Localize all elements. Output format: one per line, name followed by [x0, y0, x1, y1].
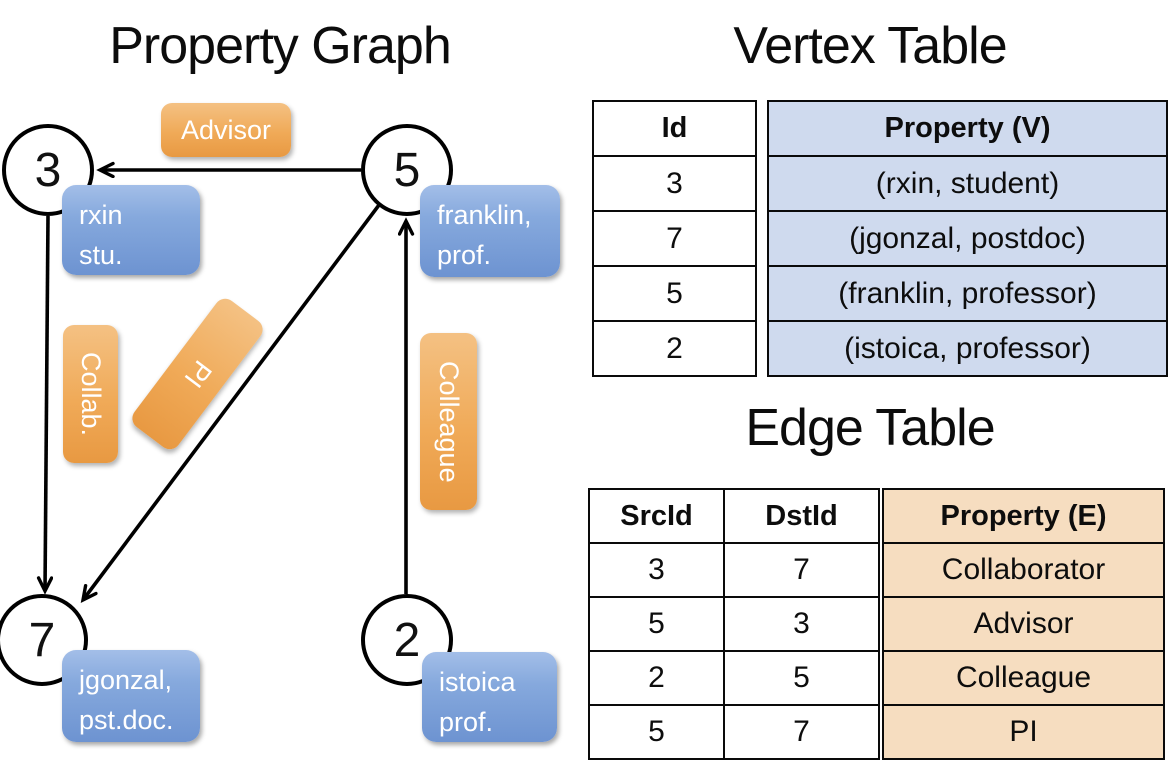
edge-label-advisor: Advisor [161, 103, 291, 157]
property-graph-panel: Property Graph 3 5 7 2 Advisor Collab. P [0, 0, 585, 760]
vertex-property-box-5-line1: franklin, [437, 200, 532, 230]
edge-3-to-7-collab [45, 215, 48, 591]
table-row: Colleague [882, 650, 1165, 706]
vertex-property-box-5-line2: prof. [437, 240, 492, 270]
vertex-property-cell: (jgonzal, postdoc) [767, 210, 1168, 267]
vertex-property-box-2-line2: prof. [439, 707, 494, 737]
vertex-property-box-7-line2: pst.doc. [79, 705, 174, 735]
table-row: 5 [592, 265, 757, 322]
table-row: 3 7 [588, 542, 880, 598]
vertex-property-box-3-line2: stu. [79, 240, 123, 270]
table-row: 5 7 [588, 704, 880, 760]
vertex-property-cell: (istoica, professor) [767, 320, 1168, 377]
table-row: Collaborator [882, 542, 1165, 598]
edge-property-cell: Collaborator [882, 542, 1165, 598]
table-row: 2 [592, 320, 757, 377]
vertex-table-id-column: Id 3 7 5 2 [592, 100, 757, 377]
vertex-node-3-id: 3 [34, 143, 62, 197]
vertex-node-2-id: 2 [393, 613, 421, 667]
edge-property-cell: Advisor [882, 596, 1165, 652]
vertex-property-box-2-line1: istoica [439, 667, 516, 697]
table-row: PI [882, 704, 1165, 760]
vertex-property-cell: (rxin, student) [767, 155, 1168, 212]
edge-5-to-7-pi [83, 203, 381, 600]
edge-dst-cell: 7 [723, 704, 880, 760]
edge-property-cell: Colleague [882, 650, 1165, 706]
vertex-id-cell: 7 [592, 210, 757, 267]
vertex-table-property-column: Property (V) (rxin, student) (jgonzal, p… [767, 100, 1168, 377]
vertex-property-box-3-line1: rxin [79, 200, 123, 230]
vertex-id-cell: 3 [592, 155, 757, 212]
edge-table-title: Edge Table [745, 399, 995, 457]
edge-property-cell: PI [882, 704, 1165, 760]
edge-label-collab: Collab. [63, 325, 118, 463]
vertex-property-cell: (franklin, professor) [767, 265, 1168, 322]
vertex-table-id-header: Id [592, 100, 757, 157]
property-graph-title: Property Graph [109, 17, 452, 75]
table-row: (jgonzal, postdoc) [767, 210, 1168, 267]
table-row: 7 [592, 210, 757, 267]
edge-dst-cell: 7 [723, 542, 880, 598]
table-row: 3 [592, 155, 757, 212]
edge-table-src-header: SrcId [588, 488, 725, 544]
vertex-property-box-5: franklin, prof. [420, 185, 560, 277]
edge-label-colleague: Colleague [420, 333, 477, 510]
vertex-node-5-id: 5 [393, 143, 421, 197]
table-row: 2 5 [588, 650, 880, 706]
edge-src-cell: 5 [588, 704, 725, 760]
edge-src-cell: 3 [588, 542, 725, 598]
vertex-id-cell: 5 [592, 265, 757, 322]
edge-src-cell: 5 [588, 596, 725, 652]
edge-dst-cell: 5 [723, 650, 880, 706]
table-row: 5 3 [588, 596, 880, 652]
edge-table-id-columns: SrcId DstId 3 7 5 3 2 5 5 7 [588, 488, 880, 760]
vertex-node-7-id: 7 [28, 613, 56, 667]
vertex-property-box-7: jgonzal, pst.doc. [62, 650, 200, 742]
edge-dst-cell: 3 [723, 596, 880, 652]
edge-table-property-column: Property (E) Collaborator Advisor Collea… [882, 488, 1165, 760]
vertex-table-property-header: Property (V) [767, 100, 1168, 157]
vertex-id-cell: 2 [592, 320, 757, 377]
vertex-property-box-7-line1: jgonzal, [79, 665, 173, 695]
vertex-node-5: 5 [361, 124, 453, 216]
table-row: (franklin, professor) [767, 265, 1168, 322]
edge-src-cell: 2 [588, 650, 725, 706]
vertex-property-box-3: rxin stu. [62, 185, 200, 275]
table-row: Advisor [882, 596, 1165, 652]
table-row: (istoica, professor) [767, 320, 1168, 377]
edge-table-property-header: Property (E) [882, 488, 1165, 544]
graph-edges-svg [0, 0, 585, 760]
vertex-property-box-2: istoica prof. [422, 652, 557, 742]
edge-table-dst-header: DstId [723, 488, 880, 544]
vertex-table-title: Vertex Table [733, 17, 1007, 75]
table-row: (rxin, student) [767, 155, 1168, 212]
